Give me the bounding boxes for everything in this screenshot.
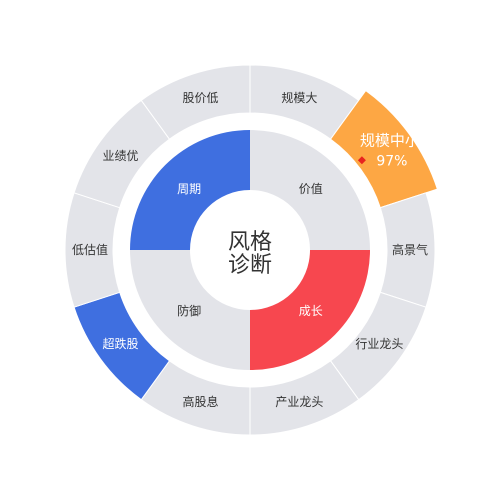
inner-segment[interactable] — [250, 250, 370, 370]
outer-segment[interactable] — [140, 64, 251, 140]
outer-segment-label: 行业龙头 — [355, 337, 403, 351]
outer-segment-label: 高景气 — [392, 242, 428, 257]
outer-segment-highlighted[interactable] — [329, 89, 438, 209]
outer-segment-label: 股价低 — [183, 91, 219, 105]
outer-segment-label: 规模大 — [281, 90, 317, 105]
outer-segment-label: 高股息 — [183, 394, 219, 409]
inner-segment-label: 周期 — [177, 182, 201, 196]
center-title-line2: 诊断 — [228, 253, 272, 278]
outer-segment-value: 97% — [376, 153, 407, 169]
center-title-line1: 风格 — [228, 230, 272, 255]
inner-segment-label: 成长 — [299, 304, 323, 318]
outer-segment-label: 业绩优 — [103, 149, 139, 163]
outer-segment-label: 产业龙头 — [275, 395, 323, 409]
inner-segment-label: 价值 — [299, 181, 323, 196]
outer-segment-label: 超跌股 — [103, 336, 139, 351]
inner-segment[interactable] — [130, 130, 250, 250]
outer-segment-label: 规模中小 — [360, 131, 420, 149]
inner-segment[interactable] — [250, 130, 370, 250]
inner-segment[interactable] — [130, 250, 250, 370]
inner-segment-label: 防御 — [177, 303, 201, 318]
diamond-marker-icon — [357, 156, 366, 165]
outer-segment-label: 低估值 — [72, 242, 108, 257]
